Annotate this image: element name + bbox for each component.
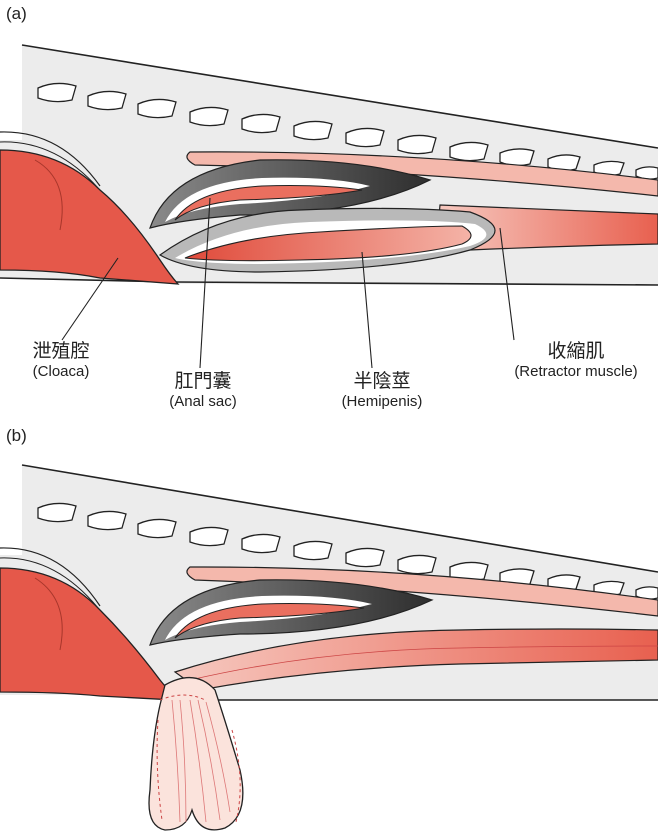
hemipenis-a — [184, 225, 472, 262]
upper-muscle-band-b — [186, 566, 658, 617]
vertebrae-a — [37, 82, 658, 180]
panel-label-b: (b) — [6, 426, 27, 445]
hemipenis-label: 半陰莖 (Hemipenis) — [322, 370, 442, 411]
retractor-muscle-b — [173, 628, 658, 691]
hemipenis-label-zh: 半陰莖 — [353, 370, 411, 392]
cloaca-a — [0, 149, 180, 285]
dorsal-outline-b — [21, 464, 658, 573]
cloaca-label-zh: 泄殖腔 — [32, 340, 90, 362]
retractor-muscle-label-en: (Retractor muscle) — [514, 362, 638, 380]
anal-sac-label-zh: 肛門囊 — [174, 370, 232, 392]
dorsal-outline-a — [21, 44, 658, 149]
panel-a-illustration — [0, 44, 658, 369]
everted-hemipenis — [148, 677, 244, 831]
cloaca-label-en: (Cloaca) — [32, 362, 90, 380]
panel-b-illustration — [0, 464, 658, 831]
anal-sac-label-en: (Anal sac) — [169, 392, 237, 410]
panel-label-a: (a) — [6, 4, 27, 23]
cloaca-b — [0, 567, 177, 701]
anal-sac-label: 肛門囊 (Anal sac) — [148, 370, 258, 411]
retractor-muscle-label: 收縮肌 (Retractor muscle) — [494, 340, 658, 381]
hemipenis-label-en: (Hemipenis) — [341, 392, 423, 410]
retractor-muscle-label-zh: 收縮肌 — [547, 340, 605, 362]
leader-lines-a — [61, 197, 515, 369]
cloaca-label: 泄殖腔 (Cloaca) — [6, 340, 116, 381]
